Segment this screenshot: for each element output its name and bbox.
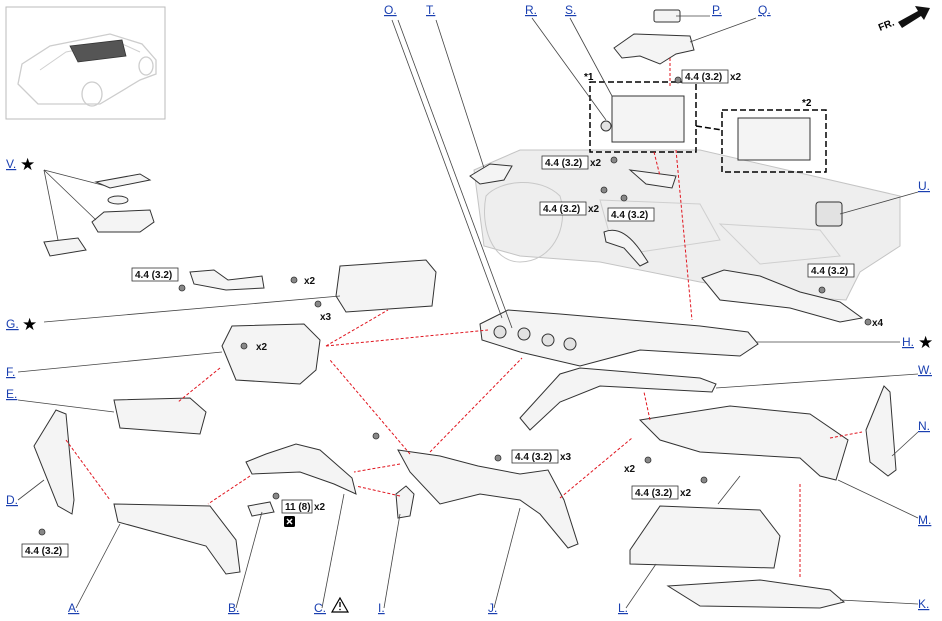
svg-text:4.4 (3.2): 4.4 (3.2) xyxy=(515,452,552,463)
multiplier: x2 xyxy=(314,502,326,513)
svg-text:4.4 (3.2): 4.4 (3.2) xyxy=(135,270,172,281)
part-duct xyxy=(603,229,649,267)
part-d xyxy=(33,409,75,515)
part-w xyxy=(519,367,717,431)
callout-h[interactable]: H. xyxy=(902,335,914,349)
multiplier: x3 xyxy=(320,312,332,323)
torque-spec: 4.4 (3.2) xyxy=(21,543,69,558)
leader-lines xyxy=(17,15,919,609)
callout-m[interactable]: M. xyxy=(918,513,931,527)
part-k xyxy=(666,579,846,609)
star-icon: ★ xyxy=(918,333,933,353)
callout-k[interactable]: K. xyxy=(918,597,929,611)
instrument-panel-ghost xyxy=(473,149,901,301)
removal-direction-arrows xyxy=(65,56,863,578)
part-b xyxy=(247,501,275,517)
torque-spec: 11 (8) xyxy=(281,499,313,514)
multiplier: x2 xyxy=(680,488,692,499)
callout-j[interactable]: J. xyxy=(488,601,497,615)
part-h-bracket xyxy=(701,269,864,323)
callout-l[interactable]: L. xyxy=(618,601,628,615)
part-t xyxy=(469,163,513,185)
callout-c[interactable]: C. xyxy=(314,601,326,615)
part-c xyxy=(245,443,357,495)
callout-n[interactable]: N. xyxy=(918,419,930,433)
detail-note-1: *1 xyxy=(584,72,594,83)
part-e xyxy=(113,397,207,435)
svg-text:4.4 (3.2): 4.4 (3.2) xyxy=(543,204,580,215)
svg-text:4.4 (3.2): 4.4 (3.2) xyxy=(635,488,672,499)
torque-spec: 4.4 (3.2) xyxy=(807,263,855,278)
torque-spec: 4.4 (3.2) xyxy=(511,449,559,464)
torque-spec: 4.4 (3.2) xyxy=(541,155,589,170)
svg-text:4.4 (3.2): 4.4 (3.2) xyxy=(545,158,582,169)
part-l xyxy=(629,505,781,569)
callout-b[interactable]: B. xyxy=(228,601,239,615)
x-box-icon xyxy=(284,516,295,527)
part-r xyxy=(611,95,685,143)
torque-spec: 4.4 (3.2) xyxy=(681,69,729,84)
svg-text:4.4 (3.2): 4.4 (3.2) xyxy=(811,266,848,277)
callout-s[interactable]: S. xyxy=(565,3,576,17)
torque-spec: 4.4 (3.2) xyxy=(607,207,655,222)
star-icon: ★ xyxy=(22,315,37,335)
multiplier: x2 xyxy=(590,158,602,169)
svg-text:4.4 (3.2): 4.4 (3.2) xyxy=(611,210,648,221)
part-g-meter xyxy=(335,259,437,313)
callout-e[interactable]: E. xyxy=(6,387,17,401)
callout-q[interactable]: Q. xyxy=(758,3,771,17)
part-s-bracket xyxy=(628,169,677,189)
callout-t[interactable]: T. xyxy=(426,3,435,17)
multiplier: x2 xyxy=(624,464,636,475)
callout-p[interactable]: P. xyxy=(712,3,722,17)
part-r-alt xyxy=(737,117,811,161)
callout-v[interactable]: V. xyxy=(6,157,16,171)
callout-f[interactable]: F. xyxy=(6,365,15,379)
multiplier: x2 xyxy=(730,72,742,83)
part-f xyxy=(221,323,321,385)
callout-o[interactable]: O. xyxy=(384,3,397,17)
part-h xyxy=(479,309,759,367)
callout-u[interactable]: U. xyxy=(918,179,930,193)
detail-note-2: *2 xyxy=(802,98,812,109)
part-a xyxy=(113,503,241,575)
bolt-icons xyxy=(38,76,872,536)
svg-text:4.4 (3.2): 4.4 (3.2) xyxy=(25,546,62,557)
callout-w[interactable]: W. xyxy=(918,363,932,377)
front-label: FR. xyxy=(877,17,896,33)
callout-g[interactable]: G. xyxy=(6,317,19,331)
callout-a[interactable]: A. xyxy=(68,601,79,615)
torque-spec: 4.4 (3.2) xyxy=(631,485,679,500)
detail-frame-2 xyxy=(721,109,827,173)
callout-d[interactable]: D. xyxy=(6,493,18,507)
torque-spec: 4.4 (3.2) xyxy=(539,201,587,216)
detail-frame-1 xyxy=(589,81,697,153)
vehicle-locator-icon xyxy=(5,6,166,120)
part-v-key xyxy=(43,237,87,257)
multiplier: x2 xyxy=(304,276,316,287)
part-u xyxy=(815,201,843,227)
svg-text:4.4 (3.2): 4.4 (3.2) xyxy=(685,72,722,83)
part-n xyxy=(865,385,897,477)
star-icon: ★ xyxy=(20,155,35,175)
svg-text:11 (8): 11 (8) xyxy=(285,502,311,513)
part-j xyxy=(397,449,579,549)
part-i xyxy=(395,485,415,519)
multiplier: x2 xyxy=(256,342,268,353)
multiplier: x4 xyxy=(872,318,884,329)
callout-i[interactable]: I. xyxy=(378,601,385,615)
torque-spec: 4.4 (3.2) xyxy=(131,267,179,282)
part-v-body xyxy=(91,209,155,233)
warning-triangle-icon xyxy=(330,596,350,613)
multiplier: x3 xyxy=(560,452,572,463)
part-m xyxy=(638,405,849,481)
part-g-harness xyxy=(189,269,265,291)
part-q xyxy=(613,33,695,65)
front-arrow-icon: FR. xyxy=(877,6,930,34)
multiplier: x2 xyxy=(588,204,600,215)
callout-r[interactable]: R. xyxy=(525,3,537,17)
